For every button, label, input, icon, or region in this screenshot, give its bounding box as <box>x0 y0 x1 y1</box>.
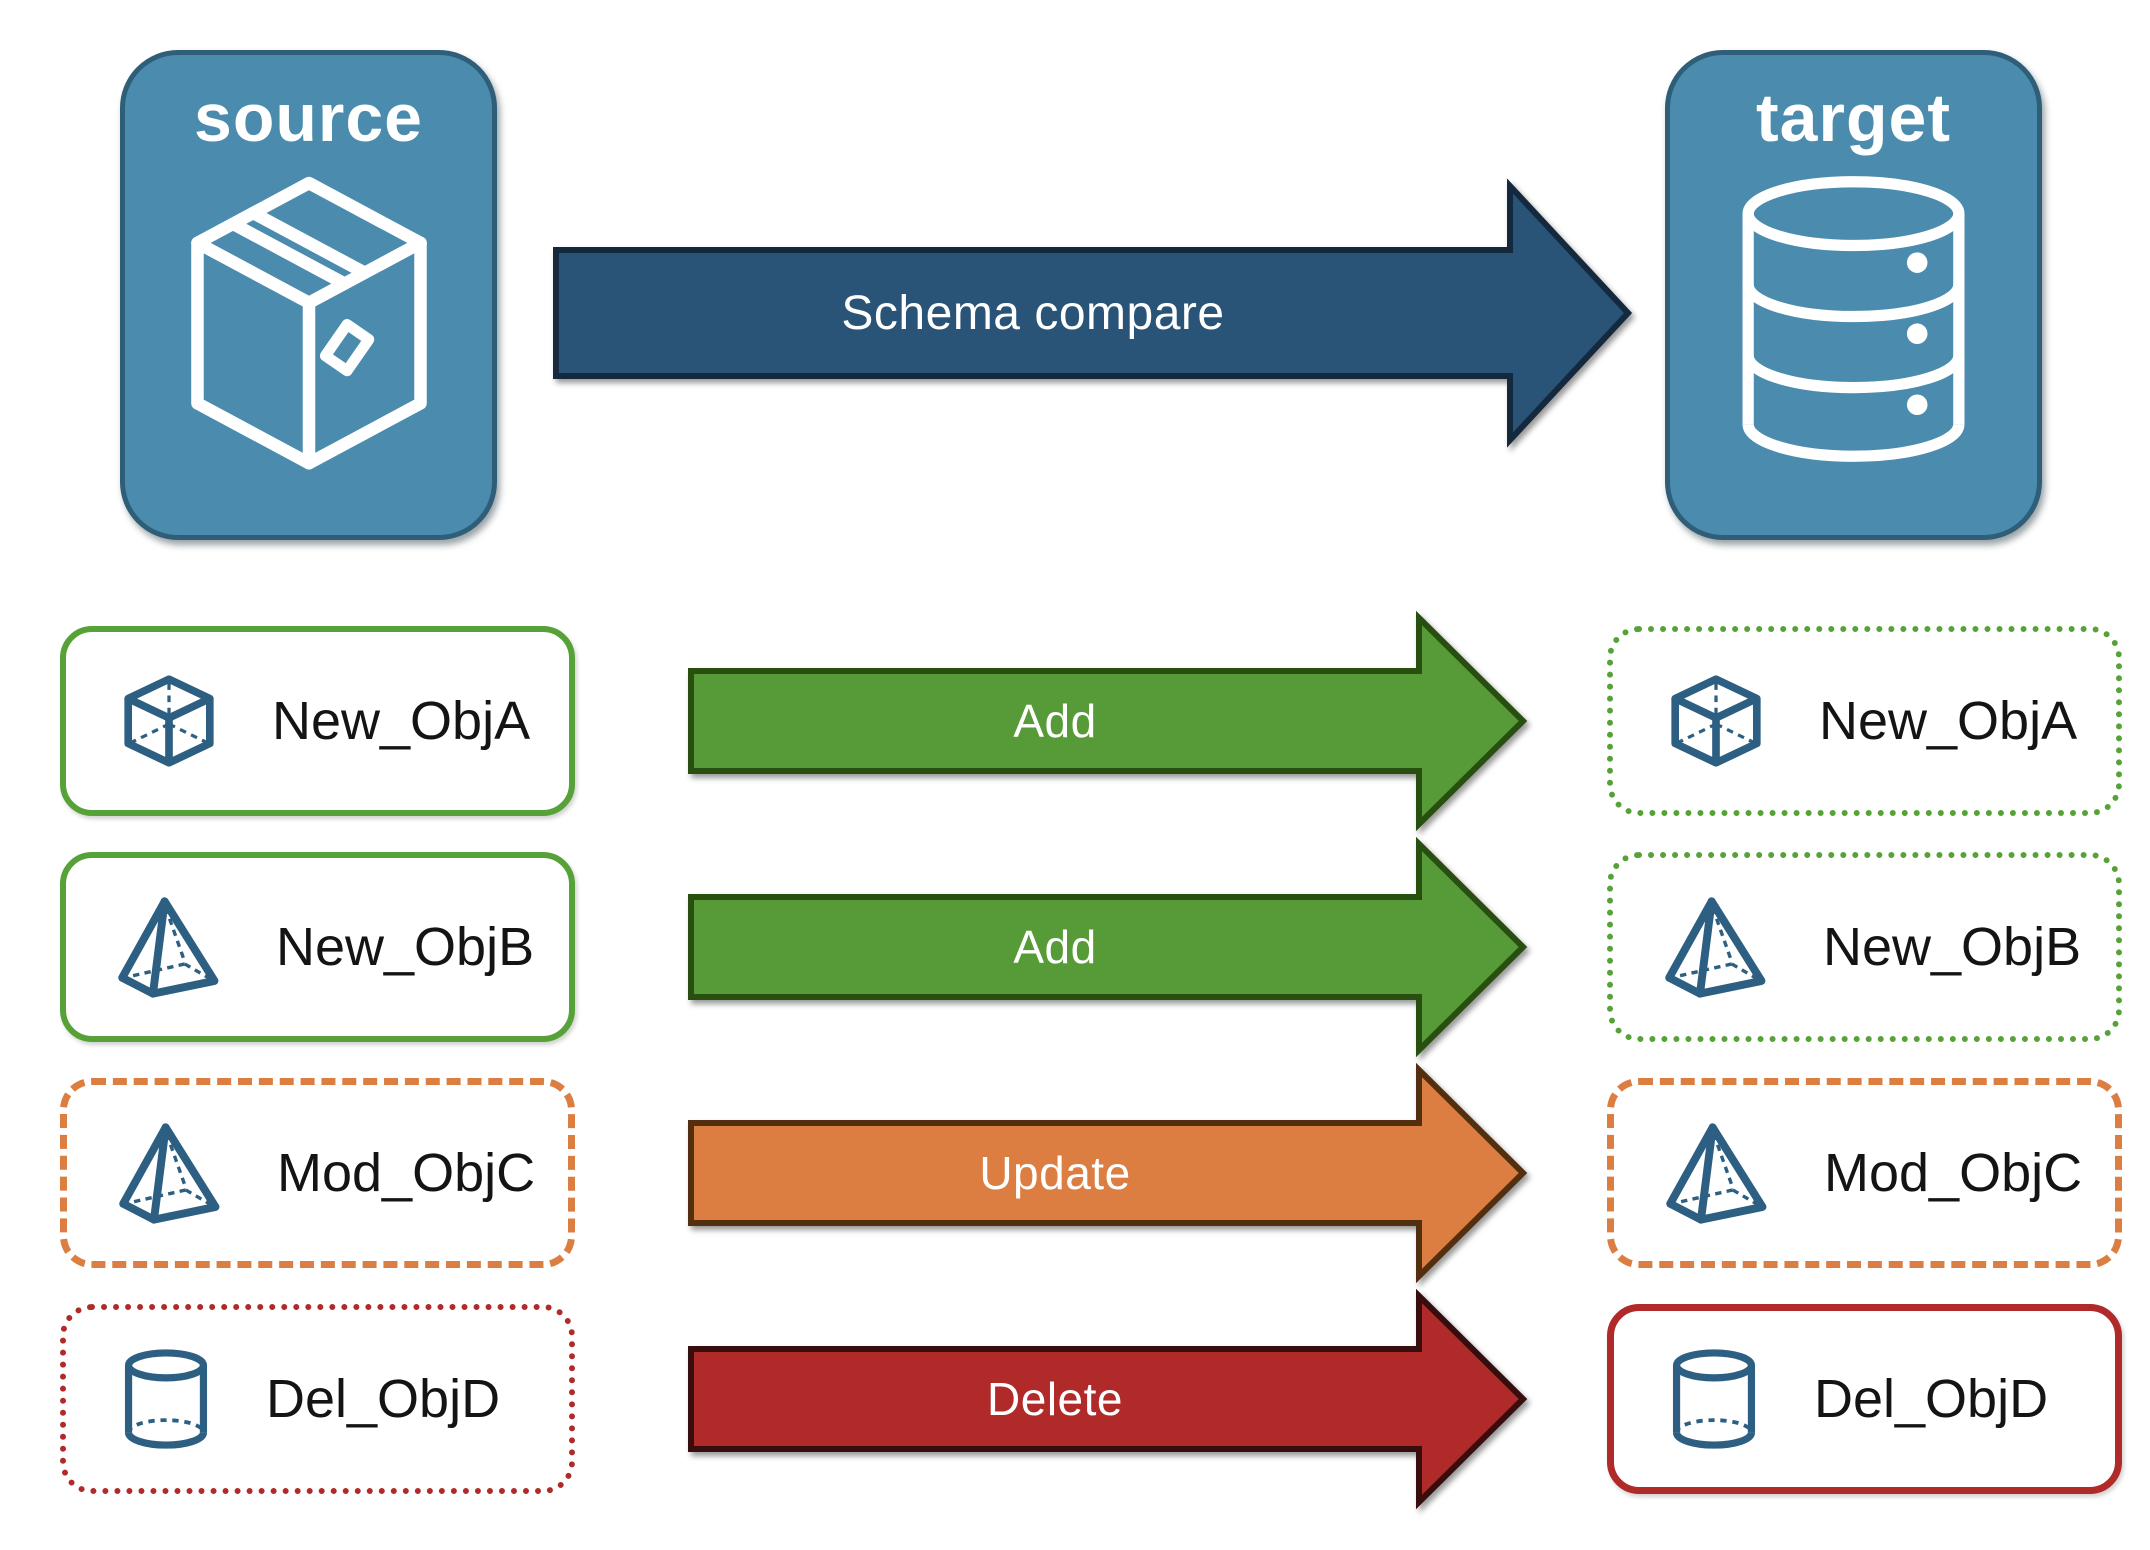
package-box-icon <box>173 172 445 477</box>
cylinder-icon <box>118 1347 214 1451</box>
target-node: target <box>1665 50 2042 540</box>
object-label: Mod_ObjC <box>277 1143 536 1203</box>
object-label: Del_ObjD <box>266 1369 501 1429</box>
schema-compare-arrow-label: Schema compare <box>841 286 1225 340</box>
cube-icon <box>118 672 220 770</box>
source-node: source <box>120 50 497 540</box>
pyramid-icon <box>1665 894 1771 1000</box>
source-object-box-del-objd: Del_ObjD <box>60 1304 575 1494</box>
cylinder-icon <box>1666 1347 1762 1451</box>
object-label: New_ObjB <box>276 917 535 977</box>
add-arrow-label: Add <box>1013 921 1097 973</box>
source-object-box-new-obja: New_ObjA <box>60 626 575 816</box>
target-object-box-new-obja: New_ObjA <box>1607 626 2122 816</box>
target-object-box-mod-objc: Mod_ObjC <box>1607 1078 2122 1268</box>
delete-arrow: Delete <box>688 1288 1528 1510</box>
object-label: New_ObjB <box>1823 917 2082 977</box>
target-node-label: target <box>1756 80 1951 156</box>
schema-compare-arrow: Schema compare <box>553 178 1633 448</box>
target-object-box-new-objb: New_ObjB <box>1607 852 2122 1042</box>
add-arrow-label: Add <box>1013 695 1097 747</box>
add-arrow-row-1: Add <box>688 610 1528 832</box>
source-object-box-new-objb: New_ObjB <box>60 852 575 1042</box>
object-label: Mod_ObjC <box>1824 1143 2083 1203</box>
pyramid-icon <box>119 1120 225 1226</box>
object-label: New_ObjA <box>272 691 531 751</box>
cube-icon <box>1665 672 1767 770</box>
pyramid-icon <box>1666 1120 1772 1226</box>
source-node-label: source <box>194 80 423 156</box>
source-object-box-mod-objc: Mod_ObjC <box>60 1078 575 1268</box>
object-label: New_ObjA <box>1819 691 2078 751</box>
object-label: Del_ObjD <box>1814 1369 2049 1429</box>
target-object-box-del-objd: Del_ObjD <box>1607 1304 2122 1494</box>
update-arrow: Update <box>688 1062 1528 1284</box>
update-arrow-label: Update <box>979 1147 1131 1199</box>
add-arrow-row-2: Add <box>688 836 1528 1058</box>
pyramid-icon <box>118 894 224 1000</box>
database-icon <box>1731 172 1976 466</box>
delete-arrow-label: Delete <box>987 1373 1123 1425</box>
